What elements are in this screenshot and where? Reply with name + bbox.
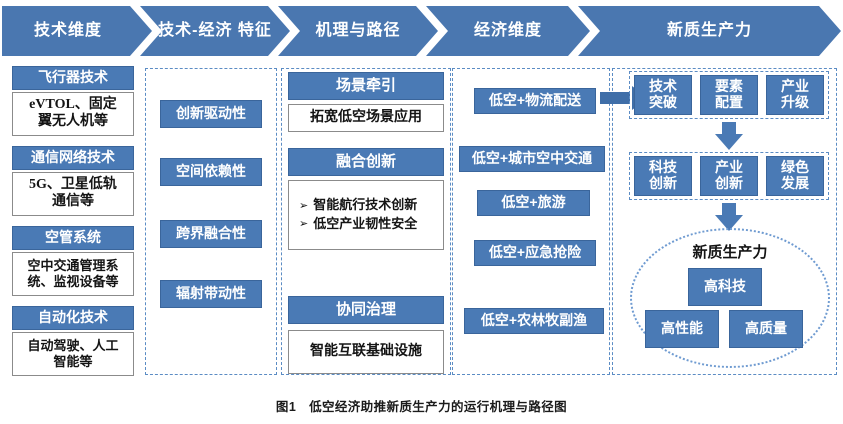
arrow-head — [715, 215, 743, 231]
label: 低空+城市空中交通 — [471, 150, 593, 167]
label: 空间依赖性 — [176, 163, 246, 180]
mechanism-dashed-container — [281, 68, 451, 375]
label: 低空+农林牧副渔 — [480, 312, 588, 329]
label: 产业 升级 — [781, 78, 809, 110]
label: 要素 配置 — [715, 78, 743, 110]
arrow-row-two-to-ellipse — [715, 203, 743, 231]
label: 拓宽低空场景应用 — [310, 109, 422, 125]
label: 高质量 — [745, 320, 787, 337]
label: 高科技 — [704, 278, 746, 295]
figure-caption: 图1 低空经济助推新质生产力的运行机理与路径图 — [275, 400, 568, 414]
chevron-label: 技术-经济 特征 — [158, 22, 272, 40]
chevron-tech-economic-feature[interactable]: 技术-经济 特征 — [140, 6, 290, 56]
tech-group-detail-aircraft: eVTOL、固定 翼无人机等 — [12, 92, 134, 136]
chevron-mechanism-path[interactable]: 机理与路径 — [278, 6, 438, 56]
tech-group-detail-automation: 自动驾驶、人工 智能等 — [12, 332, 134, 376]
tech-group-detail-atm: 空中交通管理系 统、监视设备等 — [12, 252, 134, 296]
mechanism-title-integrated-innovation[interactable]: 融合创新 — [288, 148, 444, 176]
productivity-factor-allocation[interactable]: 要素 配置 — [700, 75, 758, 115]
label: 低空+应急抢险 — [488, 244, 582, 261]
label: 飞行器技术 — [38, 69, 108, 86]
bullet-item: ➢ 智能航行技术创新 — [299, 196, 417, 215]
header-chevron-band: 技术维度 技术-经济 特征 机理与路径 经济维度 新质生产力 — [0, 6, 843, 56]
label: 自动化技术 — [38, 309, 108, 326]
new-quality-productivity-ellipse — [630, 228, 830, 368]
productivity-industrial-upgrade[interactable]: 产业 升级 — [766, 75, 824, 115]
label: 辐射带动性 — [176, 285, 246, 302]
label: 智能互联基础设施 — [310, 343, 422, 359]
label: 空中交通管理系 统、监视设备等 — [27, 258, 119, 289]
ellipse-title: 新质生产力 — [630, 241, 830, 262]
chevron-label: 技术维度 — [33, 22, 102, 40]
label: 跨界融合性 — [176, 225, 246, 242]
mechanism-detail-integrated-innovation: ➢ 智能航行技术创新 ➢ 低空产业韧性安全 — [288, 180, 444, 250]
ellipse-item-high-quality[interactable]: 高质量 — [729, 310, 803, 348]
productivity-sci-tech-innovation[interactable]: 科技 创新 — [634, 156, 692, 196]
tech-group-title-atm[interactable]: 空管系统 — [12, 226, 134, 250]
economy-dashed-container — [452, 68, 610, 375]
bullet-label: 低空产业韧性安全 — [313, 216, 418, 231]
label: 融合创新 — [335, 152, 396, 170]
mechanism-title-collaborative-governance[interactable]: 协同治理 — [288, 296, 444, 324]
ellipse-item-high-performance[interactable]: 高性能 — [645, 310, 719, 348]
label: 创新驱动性 — [176, 105, 246, 122]
arrow-row-one-to-row-two — [715, 122, 743, 150]
economy-item-urban-air-mobility[interactable]: 低空+城市空中交通 — [459, 146, 605, 172]
label: 新质生产力 — [692, 245, 768, 261]
mechanism-detail-collaborative-governance: 智能互联基础设施 — [288, 330, 444, 374]
tech-group-title-automation[interactable]: 自动化技术 — [12, 306, 134, 330]
label: 协同治理 — [335, 300, 396, 318]
economy-item-logistics[interactable]: 低空+物流配送 — [474, 88, 596, 114]
chevron-bullet-icon: ➢ — [299, 217, 309, 231]
label: 5G、卫星低轨 通信等 — [29, 177, 117, 209]
label: 高性能 — [661, 320, 703, 337]
productivity-row-two-container — [629, 152, 829, 200]
bullet-list: ➢ 智能航行技术创新 ➢ 低空产业韧性安全 — [299, 196, 417, 234]
chevron-label: 经济维度 — [473, 22, 542, 40]
bullet-label: 智能航行技术创新 — [313, 197, 418, 213]
economy-item-emergency-rescue[interactable]: 低空+应急抢险 — [474, 240, 596, 266]
feature-radiating-effect[interactable]: 辐射带动性 — [160, 280, 262, 308]
chevron-bullet-icon: ➢ — [299, 198, 309, 212]
label: 自动驾驶、人工 智能等 — [27, 338, 119, 369]
productivity-industrial-innovation[interactable]: 产业 创新 — [700, 156, 758, 196]
label: eVTOL、固定 翼无人机等 — [29, 97, 117, 129]
tech-group-title-aircraft[interactable]: 飞行器技术 — [12, 66, 134, 90]
arrow-shaft — [600, 92, 630, 104]
economy-item-tourism[interactable]: 低空+旅游 — [477, 190, 590, 216]
bullet-item: ➢ 低空产业韧性安全 — [299, 215, 417, 234]
label: 通信网络技术 — [31, 149, 115, 166]
productivity-dashed-container — [612, 68, 837, 375]
chevron-new-quality-productivity[interactable]: 新质生产力 — [578, 6, 841, 56]
tech-group-title-communication[interactable]: 通信网络技术 — [12, 146, 134, 170]
label: 科技 创新 — [649, 159, 677, 191]
economy-item-agriculture[interactable]: 低空+农林牧副渔 — [464, 308, 604, 334]
arrow-head — [715, 134, 743, 150]
label: 空管系统 — [45, 229, 101, 246]
productivity-row-one-container — [629, 71, 829, 119]
chevron-economic-dimension[interactable]: 经济维度 — [426, 6, 590, 56]
mechanism-title-scene-traction[interactable]: 场景牵引 — [288, 72, 444, 100]
features-dashed-container — [145, 68, 277, 375]
feature-spatial-dependence[interactable]: 空间依赖性 — [160, 158, 262, 186]
productivity-green-development[interactable]: 绿色 发展 — [766, 156, 824, 196]
productivity-tech-breakthrough[interactable]: 技术 突破 — [634, 75, 692, 115]
label: 技术 突破 — [649, 78, 677, 110]
feature-innovation-driven[interactable]: 创新驱动性 — [160, 100, 262, 128]
feature-cross-sector-integration[interactable]: 跨界融合性 — [160, 220, 262, 248]
label: 产业 创新 — [715, 159, 743, 191]
label: 低空+旅游 — [501, 194, 566, 211]
label: 绿色 发展 — [781, 159, 809, 191]
label: 场景牵引 — [335, 76, 396, 94]
tech-group-detail-communication: 5G、卫星低轨 通信等 — [12, 172, 134, 216]
chevron-label: 机理与路径 — [315, 22, 401, 40]
mechanism-detail-scene-traction: 拓宽低空场景应用 — [288, 104, 444, 132]
ellipse-item-high-tech[interactable]: 高科技 — [688, 268, 762, 306]
chevron-label: 新质生产力 — [666, 22, 752, 40]
chevron-tech-dimension[interactable]: 技术维度 — [2, 6, 152, 56]
label: 低空+物流配送 — [488, 92, 582, 109]
